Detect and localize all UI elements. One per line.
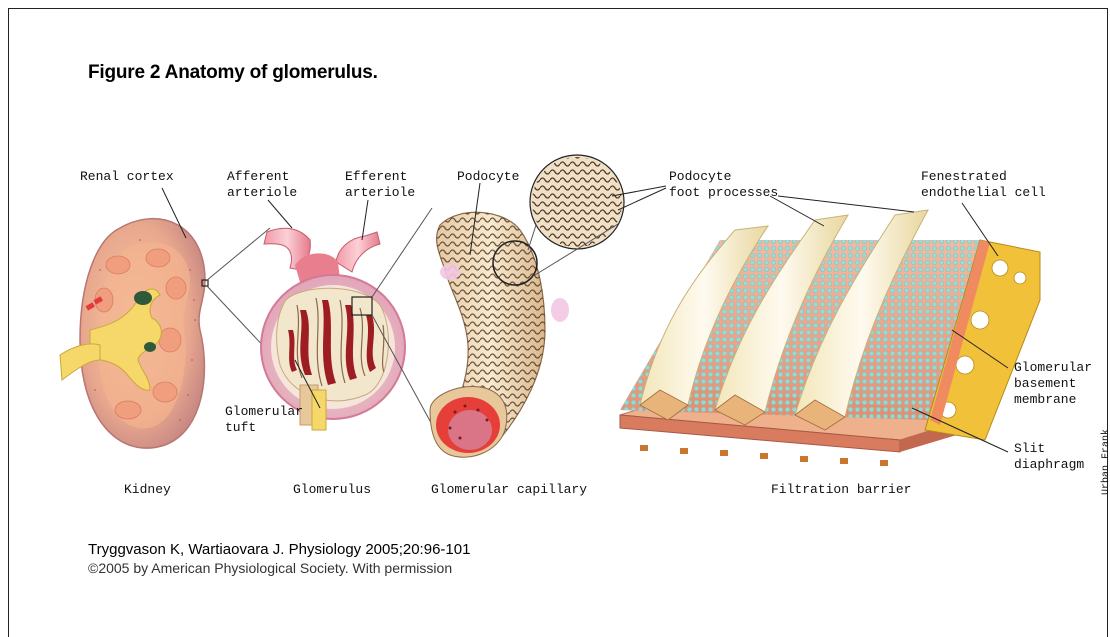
- glomerulus-illustration: [261, 228, 405, 430]
- label-gbm-line1: Glomerular: [1014, 360, 1092, 375]
- label-fenestrated-line1: Fenestrated: [921, 169, 1007, 184]
- magnified-foot-processes: [528, 155, 624, 275]
- label-gbm-line2: basement: [1014, 376, 1076, 391]
- filtration-barrier-illustration: [620, 210, 1040, 466]
- artist-credit: Urban Frank: [1100, 429, 1110, 495]
- label-efferent-line1: Efferent: [345, 169, 407, 184]
- label-slit-line2: diaphragm: [1014, 457, 1084, 472]
- caption-capillary: Glomerular capillary: [431, 482, 587, 497]
- label-fenestrated-line2: endothelial cell: [921, 185, 1046, 200]
- label-tuft-line2: tuft: [225, 420, 256, 435]
- label-gbm-line3: membrane: [1014, 392, 1076, 407]
- caption-glomerulus: Glomerulus: [293, 482, 371, 497]
- kidney-illustration: [60, 219, 208, 448]
- caption-filtration-barrier: Filtration barrier: [771, 482, 911, 497]
- label-renal-cortex: Renal cortex: [80, 169, 174, 184]
- label-tuft-line1: Glomerular: [225, 404, 303, 419]
- label-slit-line1: Slit: [1014, 441, 1045, 456]
- label-afferent-line2: arteriole: [227, 185, 297, 200]
- label-efferent-line2: arteriole: [345, 185, 415, 200]
- citation-line2: ©2005 by American Physiological Society.…: [88, 560, 452, 576]
- label-foot-processes-line1: Podocyte: [669, 169, 731, 184]
- label-podocyte: Podocyte: [457, 169, 519, 184]
- label-afferent-line1: Afferent: [227, 169, 289, 184]
- caption-kidney: Kidney: [124, 482, 171, 497]
- capillary-illustration: [430, 212, 569, 457]
- citation-line1: Tryggvason K, Wartiaovara J. Physiology …: [88, 541, 470, 558]
- label-foot-processes-line2: foot processes: [669, 185, 778, 200]
